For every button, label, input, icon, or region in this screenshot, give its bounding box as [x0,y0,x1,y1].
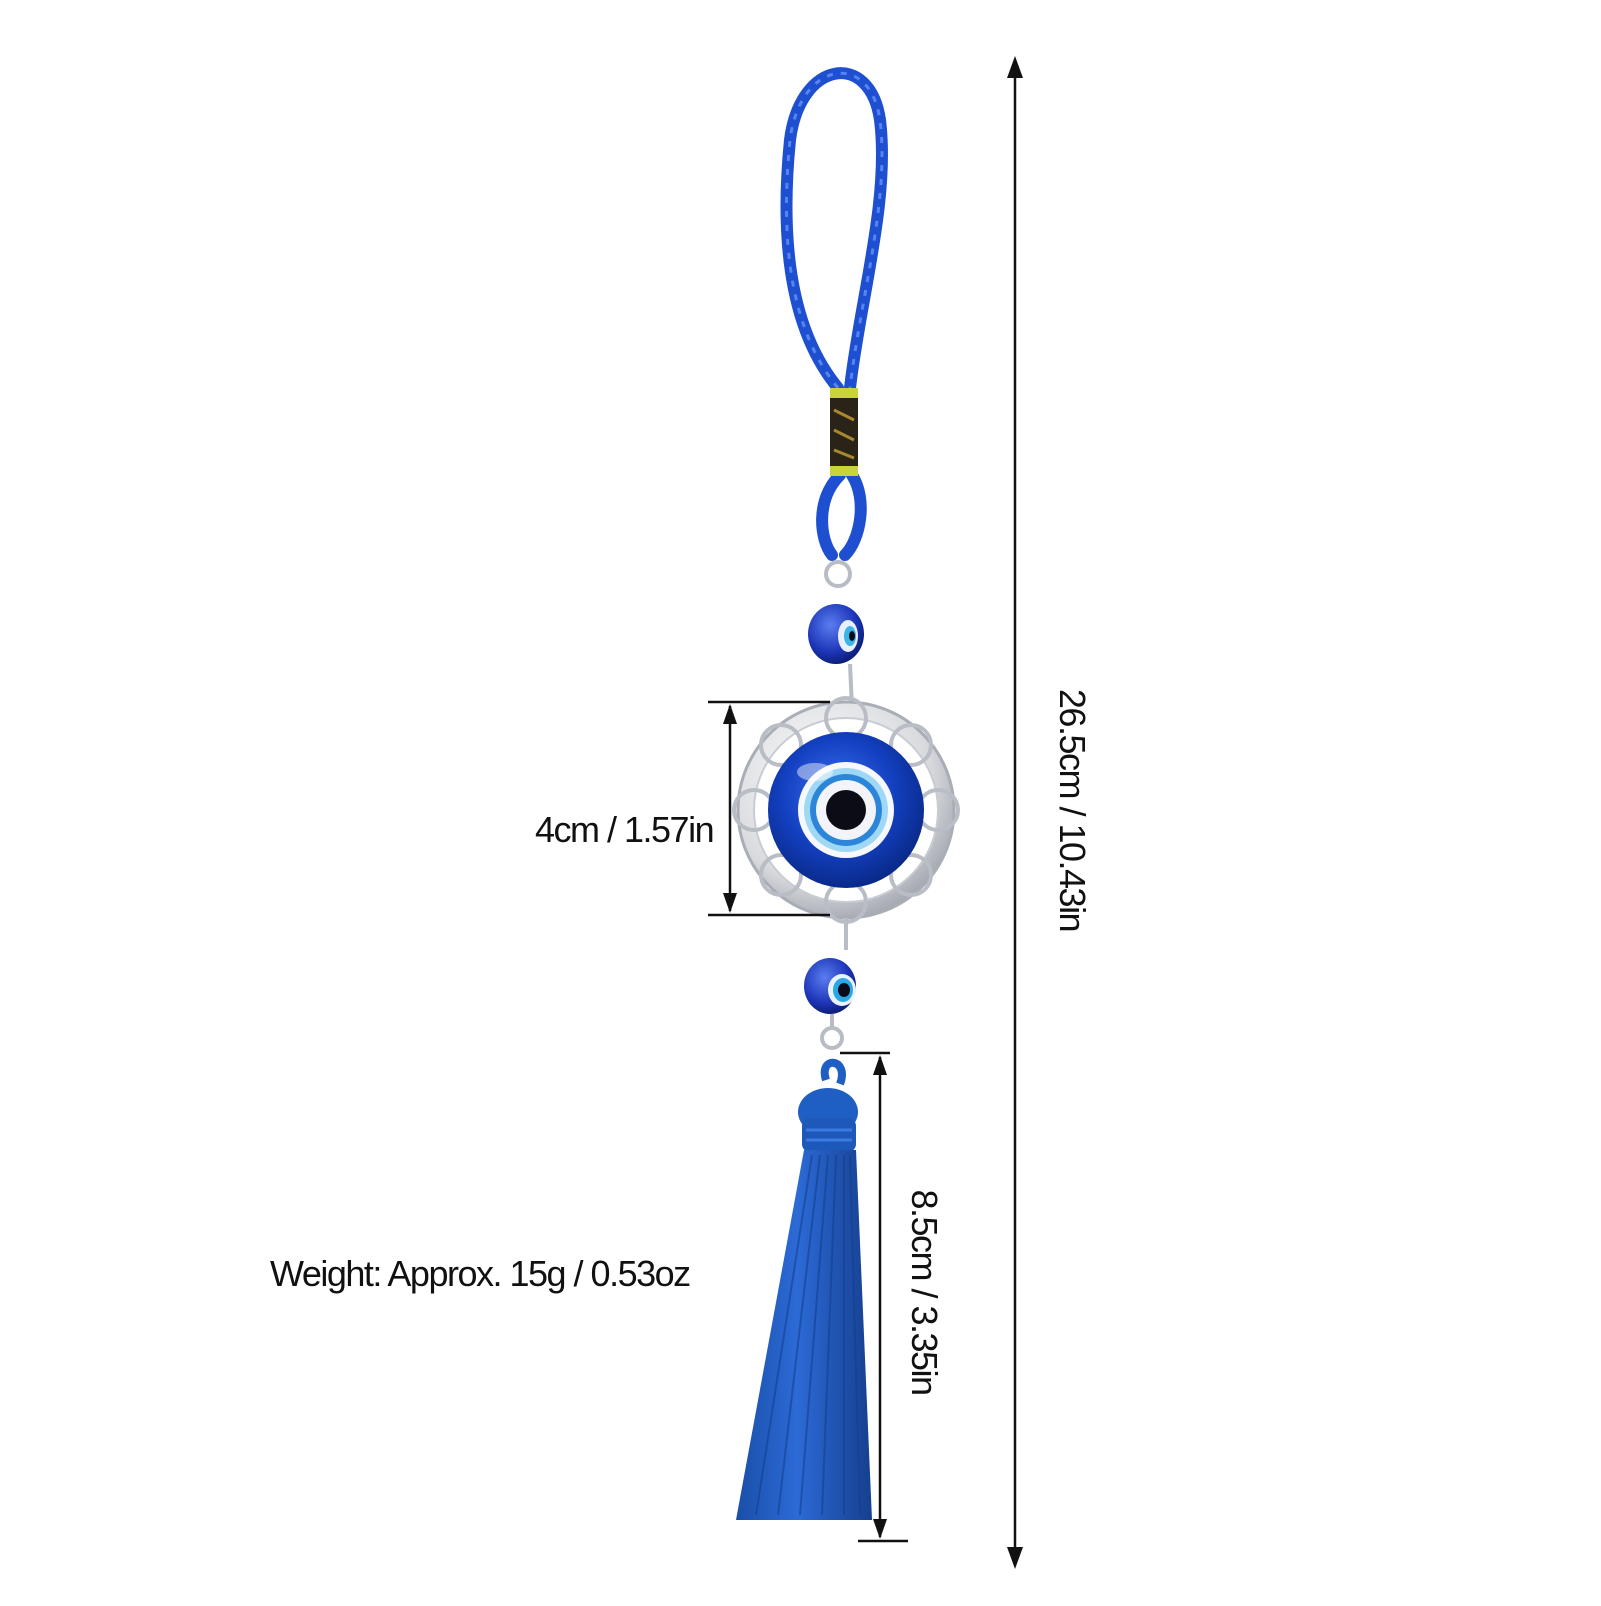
dimension-total-length [1007,56,1023,1569]
pendant-diameter-label: 4cm / 1.57in [535,809,715,850]
knot-wrap [830,388,858,476]
tassel [736,1058,872,1520]
braided-cord [780,67,888,561]
main-pendant [732,696,960,924]
upper-bead [808,604,864,664]
tassel-length-label: 8.5cm / 3.35in [904,1189,945,1395]
weight-label: Weight: Approx. 15g / 0.53oz [270,1253,691,1294]
total-length-label: 26.5cm / 10.43in [1052,688,1093,932]
lower-bead [804,958,856,1014]
jump-ring-top [824,560,852,588]
jump-ring-bottom [820,1026,844,1050]
dimension-tassel-length [840,1051,908,1543]
dimension-pendant-diameter [708,700,830,917]
